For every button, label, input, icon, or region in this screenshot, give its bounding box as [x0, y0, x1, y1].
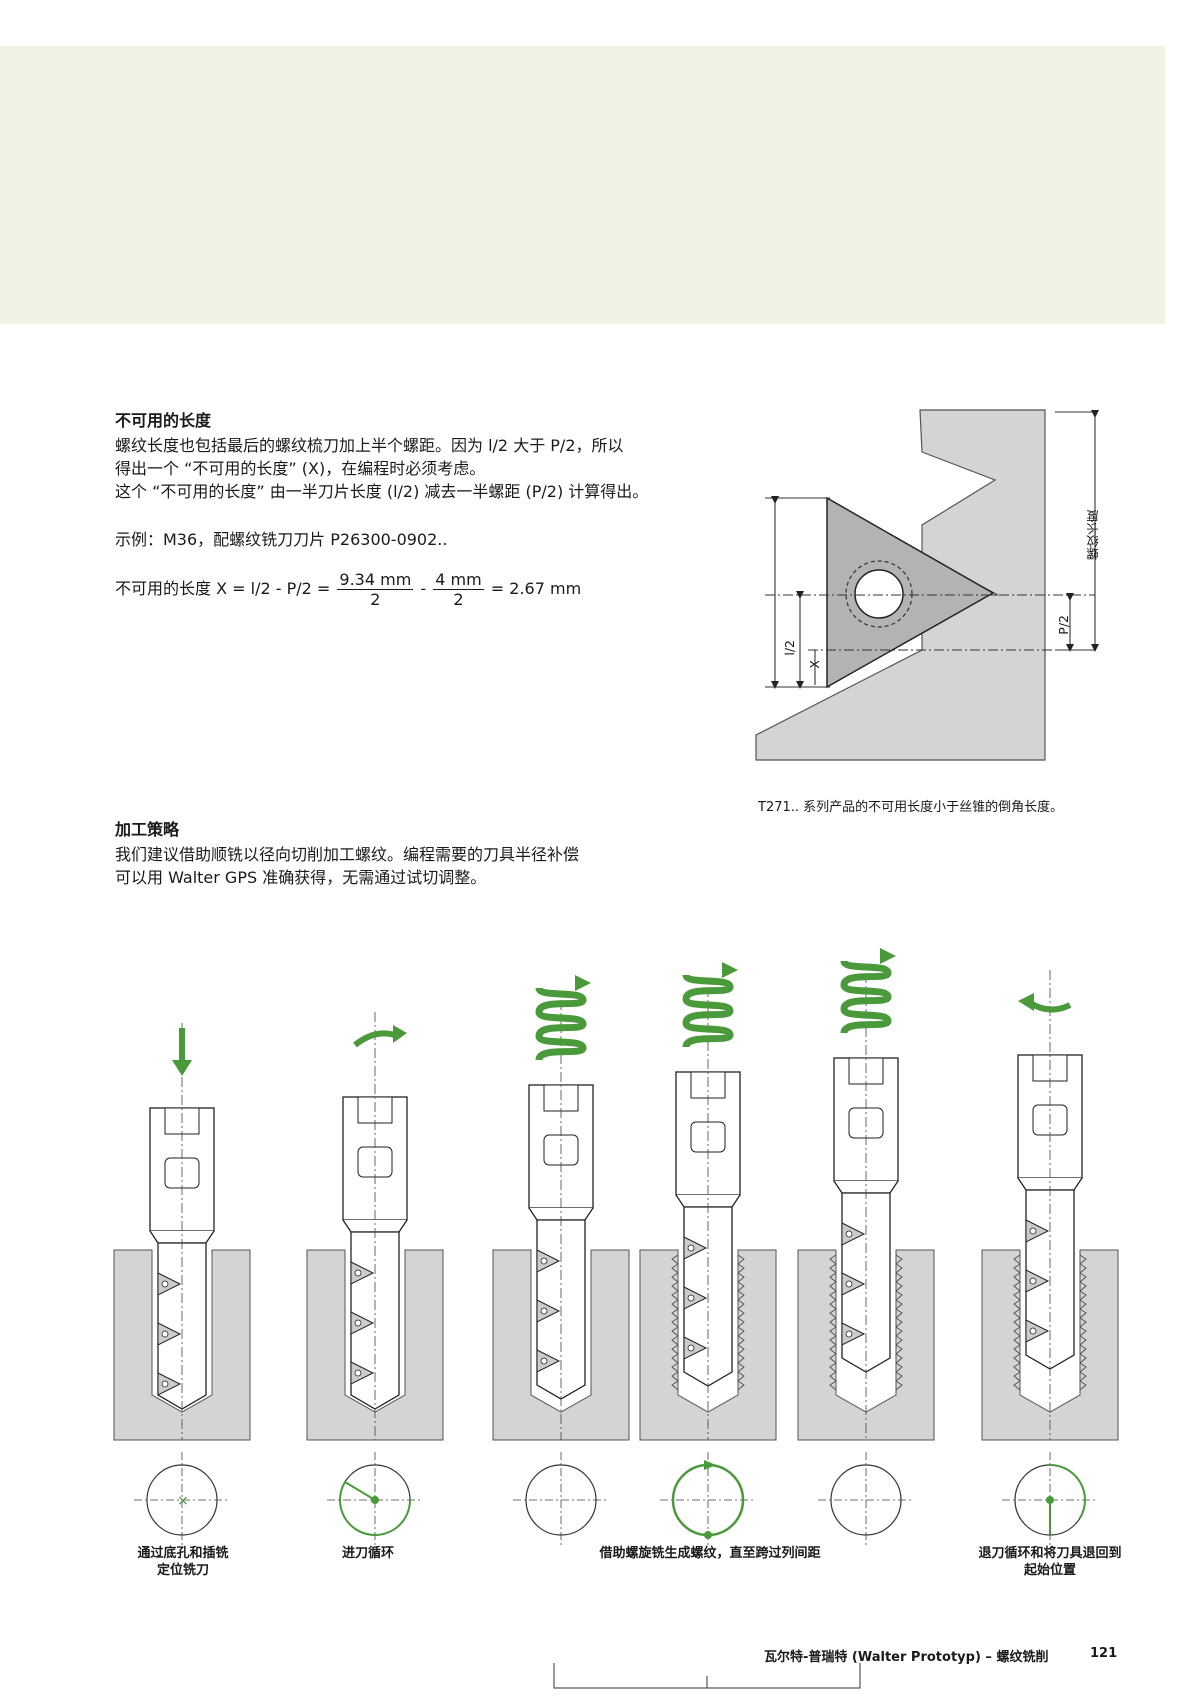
- thread-profile-diagram: [755, 409, 1099, 761]
- insert: [683, 1236, 708, 1260]
- insert-hole: [687, 1294, 695, 1302]
- entry-path: [339, 1480, 411, 1536]
- insert: [350, 1261, 375, 1285]
- insert-triangle: [826, 496, 995, 689]
- insert: [683, 1286, 708, 1310]
- formula-lead: 不可用的长度 X = l/2 - P/2 =: [115, 579, 331, 598]
- label-thread-length: 螺纹长度: [1086, 510, 1101, 560]
- label-p2: P/2: [1056, 615, 1071, 635]
- retract-arrow-head: [1018, 993, 1034, 1011]
- insert-hole: [845, 1230, 853, 1238]
- insert: [536, 1349, 561, 1373]
- insert-hole: [1029, 1277, 1037, 1285]
- insert: [1025, 1319, 1050, 1343]
- insert-hole: [354, 1369, 362, 1377]
- fraction-denominator: 2: [453, 590, 464, 609]
- retract-path: [1049, 1464, 1086, 1535]
- paragraph-line: 得出一个 “不可用的长度” (X)，在编程时必须考虑。: [115, 459, 486, 478]
- insert: [536, 1249, 561, 1273]
- page-number: 121: [1090, 1646, 1118, 1661]
- section-heading-strategy: 加工策略: [115, 820, 180, 839]
- insert-hole: [1029, 1227, 1037, 1235]
- strategy-paragraph: 我们建议借助顺铣以径向切削加工螺纹。编程需要的刀具半径补偿 可以用 Walter…: [115, 843, 579, 889]
- helical-path-icon: [535, 986, 587, 1062]
- insert-hole: [354, 1269, 362, 1277]
- position-mark: ×: [177, 1493, 189, 1509]
- thread-teeth: [671, 1254, 745, 1391]
- insert-hole: [845, 1330, 853, 1338]
- insert-hole: [687, 1244, 695, 1252]
- label-l2: l/2: [782, 640, 797, 656]
- insert: [841, 1222, 866, 1246]
- insert: [157, 1272, 182, 1296]
- insert: [350, 1361, 375, 1385]
- insert-hole: [354, 1319, 362, 1327]
- example-line: 示例：M36，配螺纹铣刀刀片 P26300-0902..: [115, 530, 448, 549]
- insert: [536, 1299, 561, 1323]
- thread-teeth: [1013, 1254, 1087, 1391]
- step-caption-3: 借助螺旋铣生成螺纹，直至跨过列间距: [599, 1546, 821, 1561]
- insert: [1025, 1269, 1050, 1293]
- section-heading-unusable-length: 不可用的长度: [115, 411, 212, 430]
- insert-hole: [161, 1380, 169, 1388]
- insert: [157, 1322, 182, 1346]
- paragraph-line: 螺纹长度也包括最后的螺纹梳刀加上半个螺距。因为 l/2 大于 P/2，所以: [115, 436, 624, 455]
- entry-arrow-head: [393, 1025, 407, 1043]
- centre-dot: [371, 1496, 379, 1504]
- paragraph-line: 这个 “不可用的长度” 由一半刀片长度 (l/2) 减去一半螺距 (P/2) 计…: [115, 482, 649, 501]
- centre-dot: [1046, 1496, 1054, 1504]
- insert-hole: [687, 1344, 695, 1352]
- insert-hole: [540, 1257, 548, 1265]
- insert: [841, 1322, 866, 1346]
- insert-hole: [161, 1280, 169, 1288]
- header-banner: [0, 46, 1165, 324]
- insert-hole: [161, 1330, 169, 1338]
- process-steps: ×: [113, 948, 1119, 1548]
- direction-arrow: [704, 1460, 716, 1470]
- step-caption-2: 进刀循环: [341, 1546, 394, 1561]
- helical-path-icon: [682, 973, 734, 1049]
- insert-hole: [1029, 1327, 1037, 1335]
- insert: [157, 1372, 182, 1396]
- section-paragraph: 螺纹长度也包括最后的螺纹梳刀加上半个螺距。因为 l/2 大于 P/2，所以 得出…: [115, 434, 648, 503]
- insert-hole: [540, 1307, 548, 1315]
- workpiece-block: [797, 1249, 935, 1441]
- formula-result: = 2.67 mm: [490, 579, 582, 598]
- entry-arrow-icon: [353, 1030, 396, 1048]
- insert: [1025, 1219, 1050, 1243]
- fraction-numerator: 4 mm: [433, 570, 484, 590]
- insert: [841, 1272, 866, 1296]
- insert-hole: [540, 1357, 548, 1365]
- label-x: X: [807, 660, 822, 669]
- helical-arrow-head: [880, 948, 896, 964]
- insert: [683, 1336, 708, 1360]
- diagram-caption: T271.. 系列产品的不可用长度小于丝锥的倒角长度。: [758, 800, 1064, 815]
- helical-path-icon: [840, 959, 892, 1035]
- insert-hole: [845, 1280, 853, 1288]
- fraction-denominator: 2: [370, 590, 381, 609]
- thread-teeth: [829, 1254, 903, 1391]
- formula-minus: -: [420, 579, 427, 598]
- feed-arrow-head: [172, 1060, 192, 1076]
- paragraph-line: 我们建议借助顺铣以径向切削加工螺纹。编程需要的刀具半径补偿: [115, 845, 580, 864]
- fraction-numerator: 9.34 mm: [337, 570, 414, 590]
- paragraph-line: 可以用 Walter GPS 准确获得，无需通过试切调整。: [115, 868, 487, 887]
- step-caption-4: 退刀循环和将刀具退回到 起始位置: [978, 1546, 1122, 1578]
- footer-title: 瓦尔特-普瑞特 (Walter Prototyp) – 螺纹铣削: [764, 1650, 1049, 1665]
- helical-arrow-head: [722, 962, 738, 978]
- start-dot: [704, 1531, 712, 1539]
- insert: [350, 1311, 375, 1335]
- helical-arrow-head: [575, 975, 591, 991]
- step-caption-1: 通过底孔和插铣 定位铣刀: [137, 1546, 229, 1578]
